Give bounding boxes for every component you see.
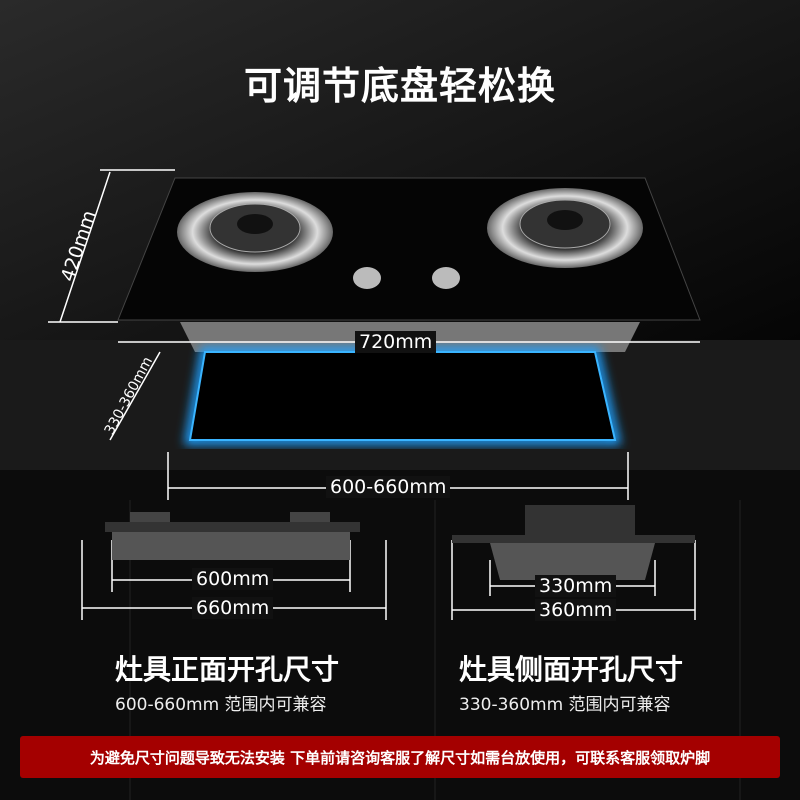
cutout-width-label: 600-660mm: [326, 476, 451, 498]
side-outer-label: 360mm: [535, 599, 617, 621]
side-inner-label: 330mm: [535, 575, 617, 597]
cooktop-front-view: [105, 512, 360, 560]
cooktop-top-view: [117, 177, 701, 352]
left-knob: [353, 267, 381, 289]
notice-text: 为避免尺寸问题导致无法安装 下单前请咨询客服了解尺寸如需台放使用，可联系客服领取…: [89, 748, 711, 767]
cutout-hole: [184, 347, 622, 445]
side-range-text: 330-360mm 范围内可兼容: [459, 695, 671, 715]
notice-banner: 为避免尺寸问题导致无法安装 下单前请咨询客服了解尺寸如需台放使用，可联系客服领取…: [20, 736, 780, 778]
left-burner: [177, 192, 333, 272]
front-outer-label: 660mm: [192, 597, 274, 619]
front-heading: 灶具正面开孔尺寸: [115, 653, 340, 686]
right-knob: [432, 267, 460, 289]
side-heading: 灶具侧面开孔尺寸: [459, 653, 684, 686]
front-inner-label: 600mm: [192, 568, 274, 590]
right-burner: [487, 188, 643, 268]
width-dimension-label: 720mm: [355, 331, 437, 353]
cooktop-side-view: [452, 505, 695, 580]
front-range-text: 600-660mm 范围内可兼容: [115, 695, 327, 715]
page-title: 可调节底盘轻松换: [243, 64, 556, 108]
